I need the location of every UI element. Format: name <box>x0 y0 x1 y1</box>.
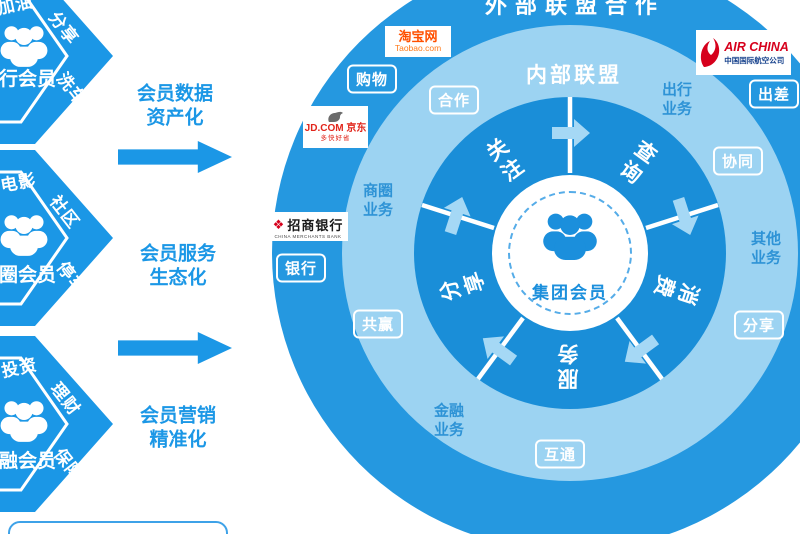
funnel2-member-label: 商圈会员 <box>0 265 56 286</box>
hub-label: 集团会员 <box>532 283 608 303</box>
badge-collaborate: 协同 <box>712 146 764 176</box>
taobao-logo: 淘宝网 Taobao.com <box>385 26 451 57</box>
badge-business-trip: 出差 <box>748 79 800 109</box>
funnel1-member-label: 出行会员 <box>0 69 56 90</box>
funnel-district-member <box>0 150 113 326</box>
ring-label-finance: 金融 业务 <box>433 402 465 438</box>
badge-interconnect: 互通 <box>534 439 586 469</box>
group-people-icon <box>541 210 599 260</box>
ring-label-business-district: 商圈 业务 <box>362 182 394 218</box>
sector-label-service: 服务 <box>558 340 581 390</box>
airchina-logo: AIR CHINA 中国国际航空公司 <box>696 30 791 75</box>
outer-alliance-title: 外部联盟合作 <box>484 0 666 18</box>
badge-shopping: 购物 <box>346 64 398 94</box>
airchina-phoenix-icon <box>701 37 720 67</box>
badge-bank: 银行 <box>275 253 327 283</box>
cmb-logo: ❖ 招商银行 CHINA MERCHANTS BANK <box>268 212 348 241</box>
bottom-card <box>8 521 228 534</box>
jd-logo: JD.COM 京东 多快好省 <box>303 106 368 148</box>
cmb-flower-icon: ❖ <box>272 216 285 232</box>
badge-share: 分享 <box>733 310 785 340</box>
flow-arrow-2 <box>118 332 232 364</box>
ring-label-other: 其他 业务 <box>750 230 782 266</box>
funnel-finance-member <box>0 336 113 512</box>
funnel3-member-label: 金融会员 <box>0 451 56 472</box>
hub-dashed-border <box>508 191 632 315</box>
flow-arrow-1 <box>118 141 232 173</box>
inner-alliance-label: 内部联盟 <box>526 64 622 87</box>
jd-dog-icon <box>327 112 343 123</box>
badge-cooperate: 合作 <box>428 85 480 115</box>
transform-label-service: 会员服务 生态化 <box>139 243 217 288</box>
badge-win-win: 共赢 <box>352 309 404 339</box>
transform-label-data: 会员数据 资产化 <box>136 83 214 128</box>
transform-label-marketing: 会员营销 精准化 <box>139 405 217 450</box>
ring-label-travel: 出行 业务 <box>661 81 693 117</box>
funnel-travel-member <box>0 0 113 144</box>
